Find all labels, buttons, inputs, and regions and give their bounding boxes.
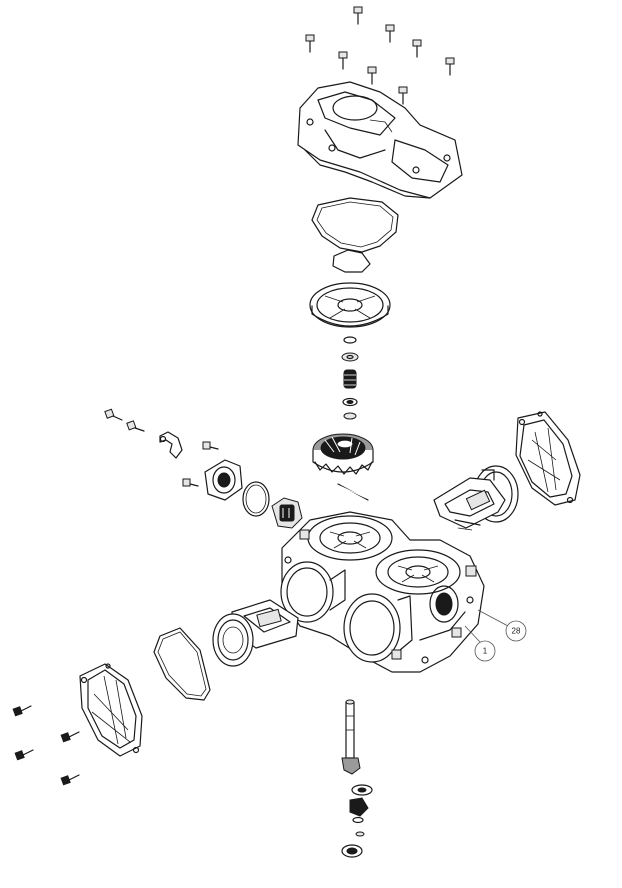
callout-label: 1 — [483, 647, 488, 656]
pump-body — [280, 511, 485, 673]
right-valve-cage — [433, 465, 519, 531]
top-cover — [297, 81, 463, 199]
screw-icon — [398, 86, 408, 105]
cover-gasket — [311, 197, 399, 253]
right-side-cover — [515, 411, 581, 506]
left-flange — [204, 459, 243, 501]
bolt-icon — [202, 441, 219, 450]
left-small-hardware — [104, 408, 219, 487]
screw-icon — [385, 24, 395, 43]
screw-icon — [338, 51, 348, 70]
impeller — [312, 433, 374, 475]
drive-shaft — [341, 699, 361, 775]
small-seal — [332, 249, 371, 273]
bolt-icon — [182, 478, 199, 487]
bracket-clip — [159, 431, 183, 459]
left-side-cover — [79, 663, 143, 757]
screw-icon — [367, 66, 377, 85]
screw-icon — [353, 6, 363, 25]
left-valve-cage — [212, 599, 299, 667]
screw-icon — [445, 57, 455, 76]
bolt-icon — [104, 408, 123, 421]
diaphragm-plate — [309, 282, 391, 328]
o-ring — [242, 481, 270, 517]
callout-28: 28 — [477, 609, 527, 642]
callout-1: 1 — [464, 625, 496, 662]
screw-icon — [14, 749, 34, 761]
callout-label: 28 — [512, 627, 521, 636]
screw-icon — [412, 39, 422, 58]
shaft-pin — [337, 483, 369, 501]
spring-stack — [341, 336, 359, 420]
check-valve — [271, 497, 303, 529]
screw-icon — [12, 705, 32, 717]
screw-icon — [60, 774, 80, 786]
screw-icon — [60, 731, 80, 743]
left-gasket — [153, 627, 211, 701]
bolt-icon — [126, 420, 145, 432]
bottom-parts-stack — [341, 784, 373, 858]
screw-icon — [305, 34, 315, 53]
left-bottom-screws — [12, 705, 80, 786]
top-screws — [305, 6, 455, 105]
